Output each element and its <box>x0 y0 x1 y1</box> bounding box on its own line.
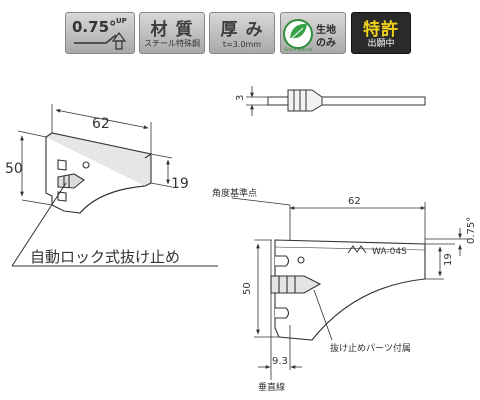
badge-patent: 特許 出願中 <box>351 12 411 54</box>
front-arm-dim: 19 <box>443 253 454 266</box>
badge-thickness-title: 厚 み <box>220 20 264 40</box>
badge-up-value: 0.75° <box>72 18 117 36</box>
badge-thickness: 厚 み t=3.0mm <box>209 12 275 54</box>
side-view-lock <box>287 89 323 112</box>
badge-patent-title: 特許 <box>363 20 399 40</box>
front-dimensions <box>231 197 470 380</box>
badge-eco: 生地 のみ Green Natural <box>280 12 346 54</box>
front-width-dim: 62 <box>348 196 361 207</box>
iso-callout-leader <box>11 182 218 267</box>
angle-reference-label: 角度基準点 <box>212 187 257 199</box>
iso-dimensions <box>17 104 173 206</box>
badge-material: 材 質 スチール特殊鋼 <box>139 12 205 54</box>
iso-width-dim: 62 <box>92 116 110 132</box>
iso-callout-text: 自動ロック式抜け止め <box>30 248 180 266</box>
part-note-label: 抜け止めパーツ付属 <box>330 342 411 354</box>
front-height-dim: 50 <box>242 282 253 295</box>
badge-eco-line1: 生地 <box>316 25 336 36</box>
badge-eco-ring: Green Natural <box>284 47 313 52</box>
badge-material-sub: スチール特殊鋼 <box>144 39 200 48</box>
badge-thickness-up: 0.75° UP <box>65 12 135 54</box>
front-bracket-body <box>274 239 426 341</box>
arrow-up-icon <box>74 32 127 50</box>
badge-material-title: 材 質 <box>150 20 194 40</box>
iso-view <box>45 132 152 214</box>
iso-arm-dim: 19 <box>171 176 189 192</box>
front-angle-dim: 0.75° <box>466 217 477 244</box>
front-view <box>270 239 426 341</box>
model-label: WA-04S <box>372 247 407 257</box>
iso-height-dim: 50 <box>5 161 23 177</box>
badge-patent-sub: 出願中 <box>367 39 395 49</box>
mountain-logo-icon <box>347 245 367 254</box>
side-thickness-dim: 3 <box>235 95 246 101</box>
side-view-plate <box>267 96 426 106</box>
leaf-icon <box>283 19 313 49</box>
badge-eco-line2: のみ <box>316 38 336 49</box>
badge-thickness-sub: t=3.0mm <box>222 40 262 49</box>
side-view <box>246 86 426 116</box>
vertical-line-label: 垂直線 <box>258 381 285 393</box>
front-offset-dim: 9.3 <box>272 356 288 367</box>
badge-up-sup: UP <box>116 17 127 25</box>
